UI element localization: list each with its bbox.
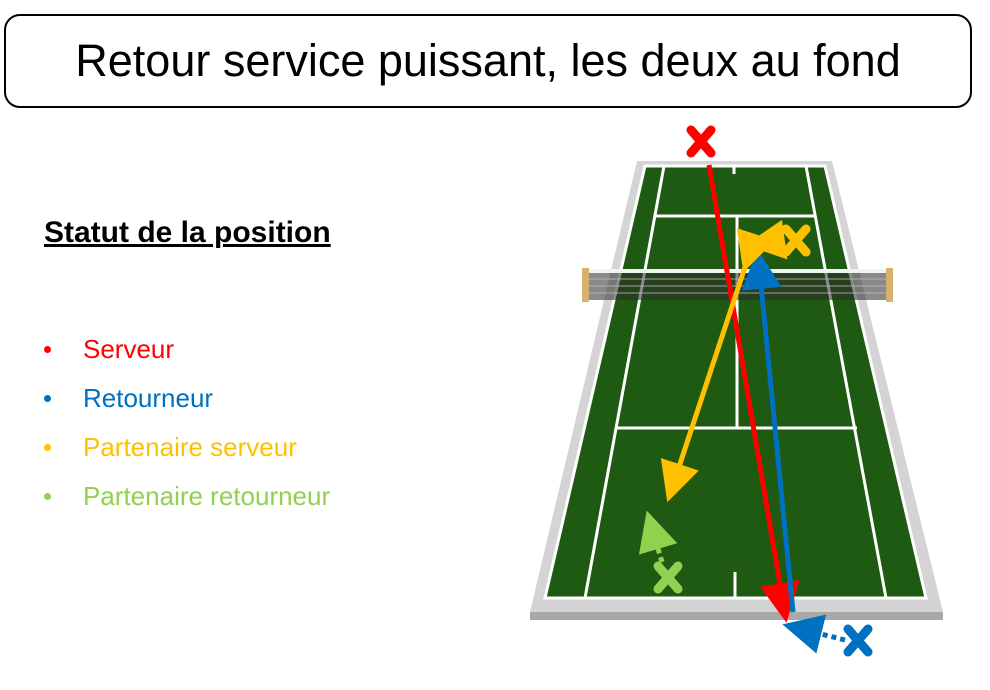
court-surround-edge — [530, 612, 943, 620]
bullet-icon — [44, 395, 51, 402]
legend-label: Partenaire retourneur — [83, 481, 331, 511]
legend-item-serveur: Serveur — [44, 325, 330, 374]
legend-heading: Statut de la position — [44, 216, 331, 249]
partenaire-serveur-arrow — [660, 227, 775, 503]
legend: Serveur Retourneur Partenaire serveur Pa… — [44, 325, 330, 521]
legend-item-partenaire-retourneur: Partenaire retourneur — [44, 472, 330, 521]
bullet-icon — [44, 444, 51, 451]
legend-label: Retourneur — [83, 383, 214, 413]
legend-label: Serveur — [83, 334, 175, 364]
serveur-x-icon — [686, 125, 716, 158]
title-box: Retour service puissant, les deux au fon… — [4, 14, 972, 108]
legend-label: Partenaire serveur — [83, 432, 297, 462]
partenaire-retourneur-x-icon — [653, 561, 683, 594]
retourneur-x-icon — [843, 624, 873, 657]
partenaire-retourneur-move — [638, 510, 678, 563]
page-title: Retour service puissant, les deux au fon… — [75, 35, 901, 86]
legend-item-retourneur: Retourneur — [44, 374, 330, 423]
bullet-icon — [44, 346, 51, 353]
bullet-icon — [44, 493, 51, 500]
partenaire-serveur-x-icon — [781, 224, 811, 257]
partenaire-serveur-move — [745, 219, 788, 260]
retourneur-move — [782, 614, 846, 654]
legend-item-partenaire-serveur: Partenaire serveur — [44, 423, 330, 472]
